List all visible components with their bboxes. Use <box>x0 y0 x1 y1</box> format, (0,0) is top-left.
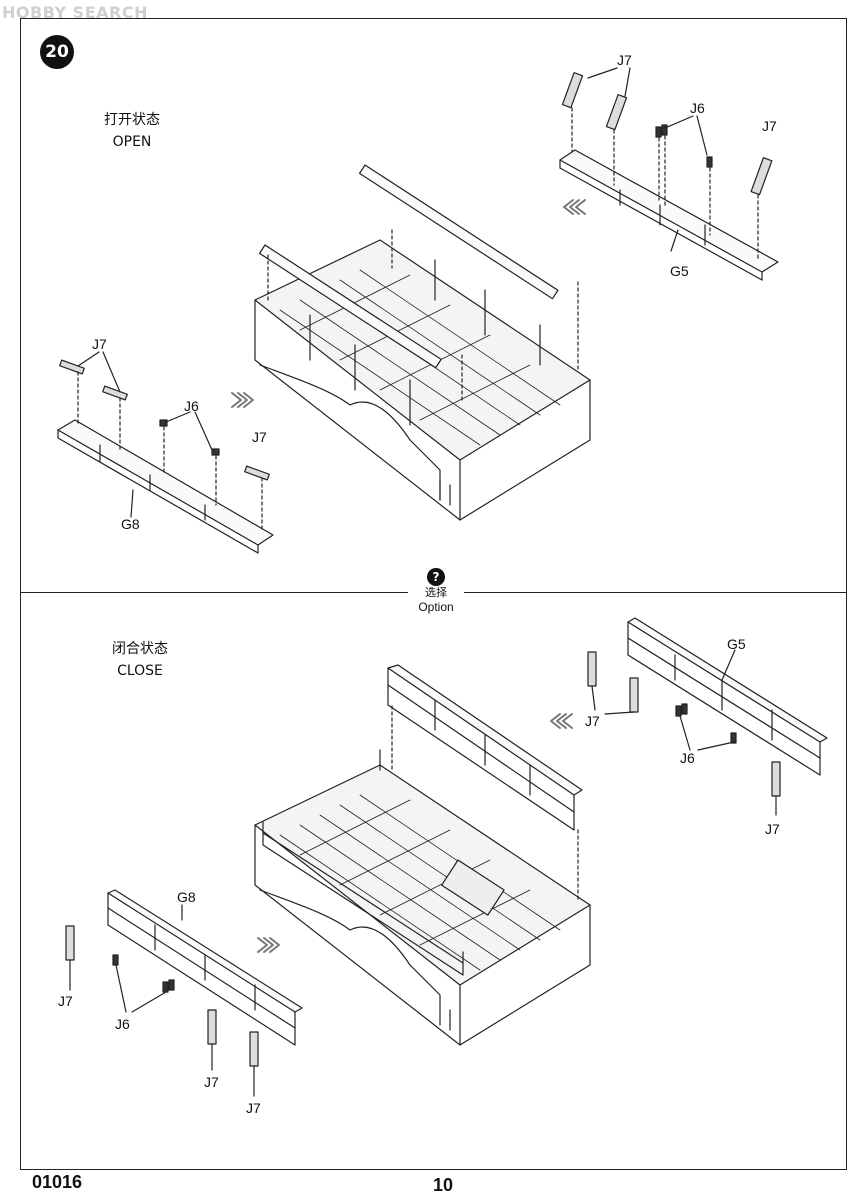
question-icon: ? <box>427 568 445 586</box>
open-truck-bed <box>254 164 591 521</box>
open-g8-panel <box>57 351 274 554</box>
part-label-j6: J6 <box>184 398 199 414</box>
part-label-j7: J7 <box>246 1100 261 1116</box>
part-label-g8: G8 <box>177 889 196 905</box>
part-label-j7: J7 <box>58 993 73 1009</box>
page-frame <box>20 18 847 1170</box>
option-label-cn: 选择 <box>425 586 447 599</box>
part-label-j7: J7 <box>617 52 632 68</box>
part-label-j6: J6 <box>680 750 695 766</box>
part-label-j7: J7 <box>765 821 780 837</box>
page-number: 10 <box>433 1175 454 1195</box>
part-label-g5: G5 <box>670 263 689 279</box>
close-truck-bed <box>254 664 591 1046</box>
part-label-j7: J7 <box>762 118 777 134</box>
part-label-j7: J7 <box>204 1074 219 1090</box>
open-state-cn: 打开状态 <box>104 112 160 128</box>
close-g5-panel <box>587 617 828 816</box>
close-state-label: 闭合状态 CLOSE <box>80 638 200 682</box>
close-state-en: CLOSE <box>117 663 163 679</box>
close-state-cn: 闭合状态 <box>112 641 168 657</box>
open-state-en: OPEN <box>112 134 152 150</box>
part-label-j6: J6 <box>115 1016 130 1032</box>
option-marker: ? 选择 Option <box>408 566 464 618</box>
close-g8-panel <box>65 889 303 1097</box>
watermark: HOBBY SEARCH <box>2 3 148 22</box>
part-label-j7: J7 <box>252 429 267 445</box>
open-state-label: 打开状态 OPEN <box>72 109 192 153</box>
product-code: 01016 <box>32 1172 83 1192</box>
part-label-g5: G5 <box>727 636 746 652</box>
close-arrows <box>257 713 573 953</box>
open-arrows <box>231 199 586 408</box>
part-label-g8: G8 <box>121 516 140 532</box>
part-label-j6: J6 <box>690 100 705 116</box>
option-label-en: Option <box>418 600 454 614</box>
open-g5-panel <box>559 67 779 281</box>
part-label-j7: J7 <box>585 713 600 729</box>
step-number-badge: 20 <box>40 35 74 69</box>
part-label-j7: J7 <box>92 336 107 352</box>
